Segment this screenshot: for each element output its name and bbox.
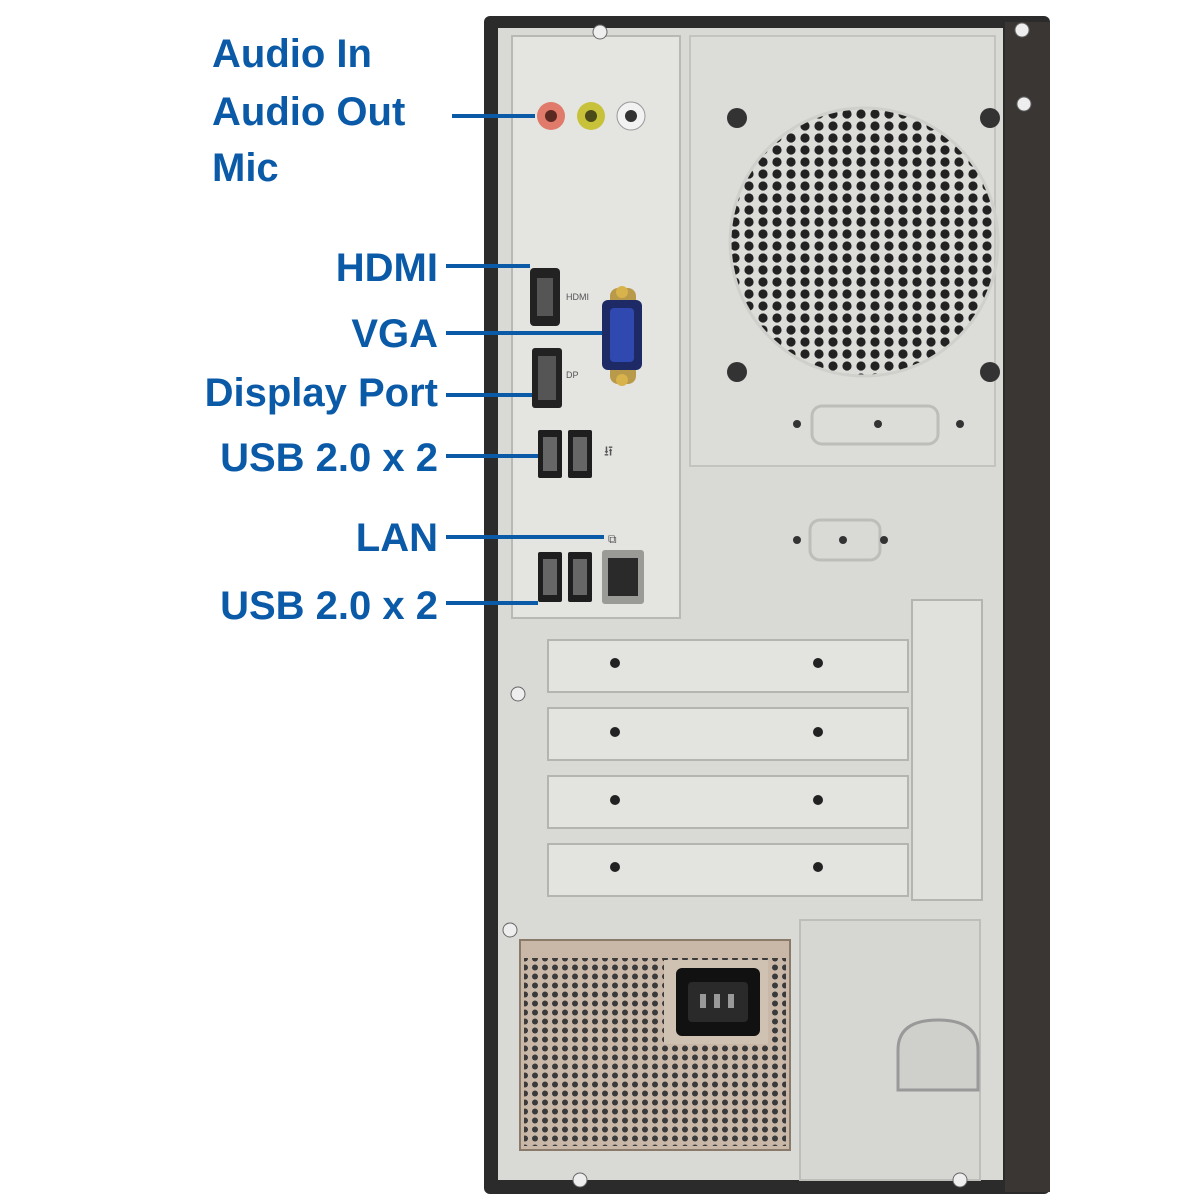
- lan-port: ⧉: [602, 532, 644, 604]
- power-supply: [519, 939, 791, 1151]
- usb-ports-top: ⭿: [538, 430, 613, 478]
- label-mic: Mic: [212, 146, 279, 190]
- vga-port: [602, 286, 642, 386]
- label-display-port: Display Port: [204, 371, 438, 415]
- label-audio-out: Audio Out: [212, 90, 406, 134]
- fan-grille-icon: [730, 108, 998, 376]
- expansion-slots: [547, 639, 909, 897]
- io-shield: [511, 35, 681, 619]
- label-usb-bottom: USB 2.0 x 2: [220, 584, 438, 628]
- lan-icon: ⧉: [608, 532, 617, 546]
- displayport-port: DP: [532, 348, 579, 408]
- hdmi-port: HDMI: [530, 268, 589, 326]
- audio-jacks: [537, 101, 646, 131]
- label-audio-in: Audio In: [212, 32, 372, 76]
- label-lan: LAN: [355, 516, 438, 560]
- hdmi-port-mark: HDMI: [566, 292, 589, 302]
- usb-icon: ⭿: [604, 444, 613, 460]
- label-vga: VGA: [351, 312, 438, 356]
- callout-lines: [446, 114, 604, 605]
- label-hdmi: HDMI: [335, 246, 438, 290]
- usb-ports-bottom: [538, 552, 592, 602]
- label-usb-top: USB 2.0 x 2: [220, 436, 438, 480]
- dp-port-mark: DP: [566, 370, 579, 380]
